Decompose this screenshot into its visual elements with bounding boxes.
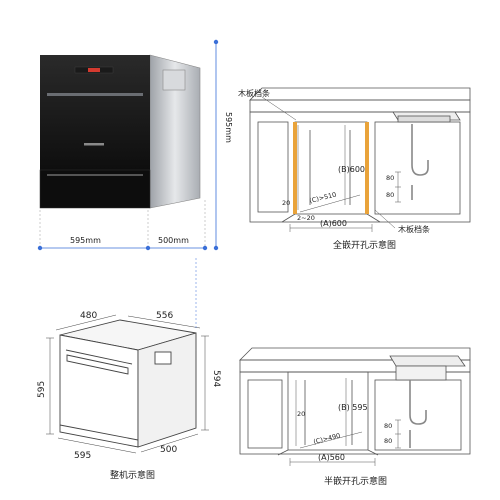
photo-height-label: 595mm (224, 112, 233, 143)
half-dim-A: (A)560 (318, 453, 345, 462)
half-embed-caption: 半嵌开孔示意图 (324, 475, 387, 487)
half-dim-B: (B) 595 (338, 403, 368, 412)
machine-dimensions (46, 258, 209, 454)
half-embed-cabinet (239, 347, 471, 456)
drain-pipe-half (409, 380, 427, 448)
drain-pipe-full (411, 124, 429, 200)
machine-dim-bottom-depth: 500 (160, 445, 177, 455)
display-digits (88, 68, 100, 72)
half-dim-C: (C)>490 (313, 432, 342, 446)
full-embed-dimensions (261, 96, 401, 232)
drawer-handle (47, 174, 143, 176)
machine-dim-bottom-width: 595 (74, 451, 91, 461)
half-dim-80-upper: 80 (384, 422, 392, 430)
photo-width-label: 595mm (70, 236, 101, 245)
machine-drawing (59, 319, 197, 448)
lower-drawer (39, 169, 151, 209)
wood-strips-full (293, 122, 369, 214)
full-dim-B: (B)600 (338, 165, 365, 174)
full-embed-cabinet (249, 87, 471, 223)
half-dim-20: 20 (297, 410, 305, 418)
full-dim-A: (A)600 (320, 219, 347, 228)
product-photo (39, 54, 201, 209)
side-handle (162, 69, 186, 91)
photo-depth-label: 500mm (158, 236, 189, 245)
wood-strip-label-bottom: 木板档条 (398, 224, 430, 234)
full-dim-20: 20 (282, 199, 290, 207)
half-dim-80-lower: 80 (384, 437, 392, 445)
machine-dim-left-height: 595 (37, 381, 47, 398)
door-handle-bar (47, 93, 143, 96)
full-dim-2-20: 2~20 (297, 214, 315, 222)
full-dim-80-upper: 80 (386, 174, 394, 182)
machine-dim-top-depth: 556 (156, 311, 173, 321)
machine-dim-top-width: 480 (80, 311, 97, 321)
half-embed-dimensions (289, 378, 401, 466)
wood-strip-label-top: 木板档条 (238, 88, 270, 98)
photo-dimensions (37, 39, 219, 251)
brand-logo (84, 143, 104, 146)
full-dim-80-lower: 80 (386, 191, 394, 199)
machine-dim-right-height: 594 (211, 370, 221, 387)
machine-caption: 整机示意图 (110, 469, 155, 481)
full-embed-caption: 全嵌开孔示意图 (333, 239, 396, 251)
